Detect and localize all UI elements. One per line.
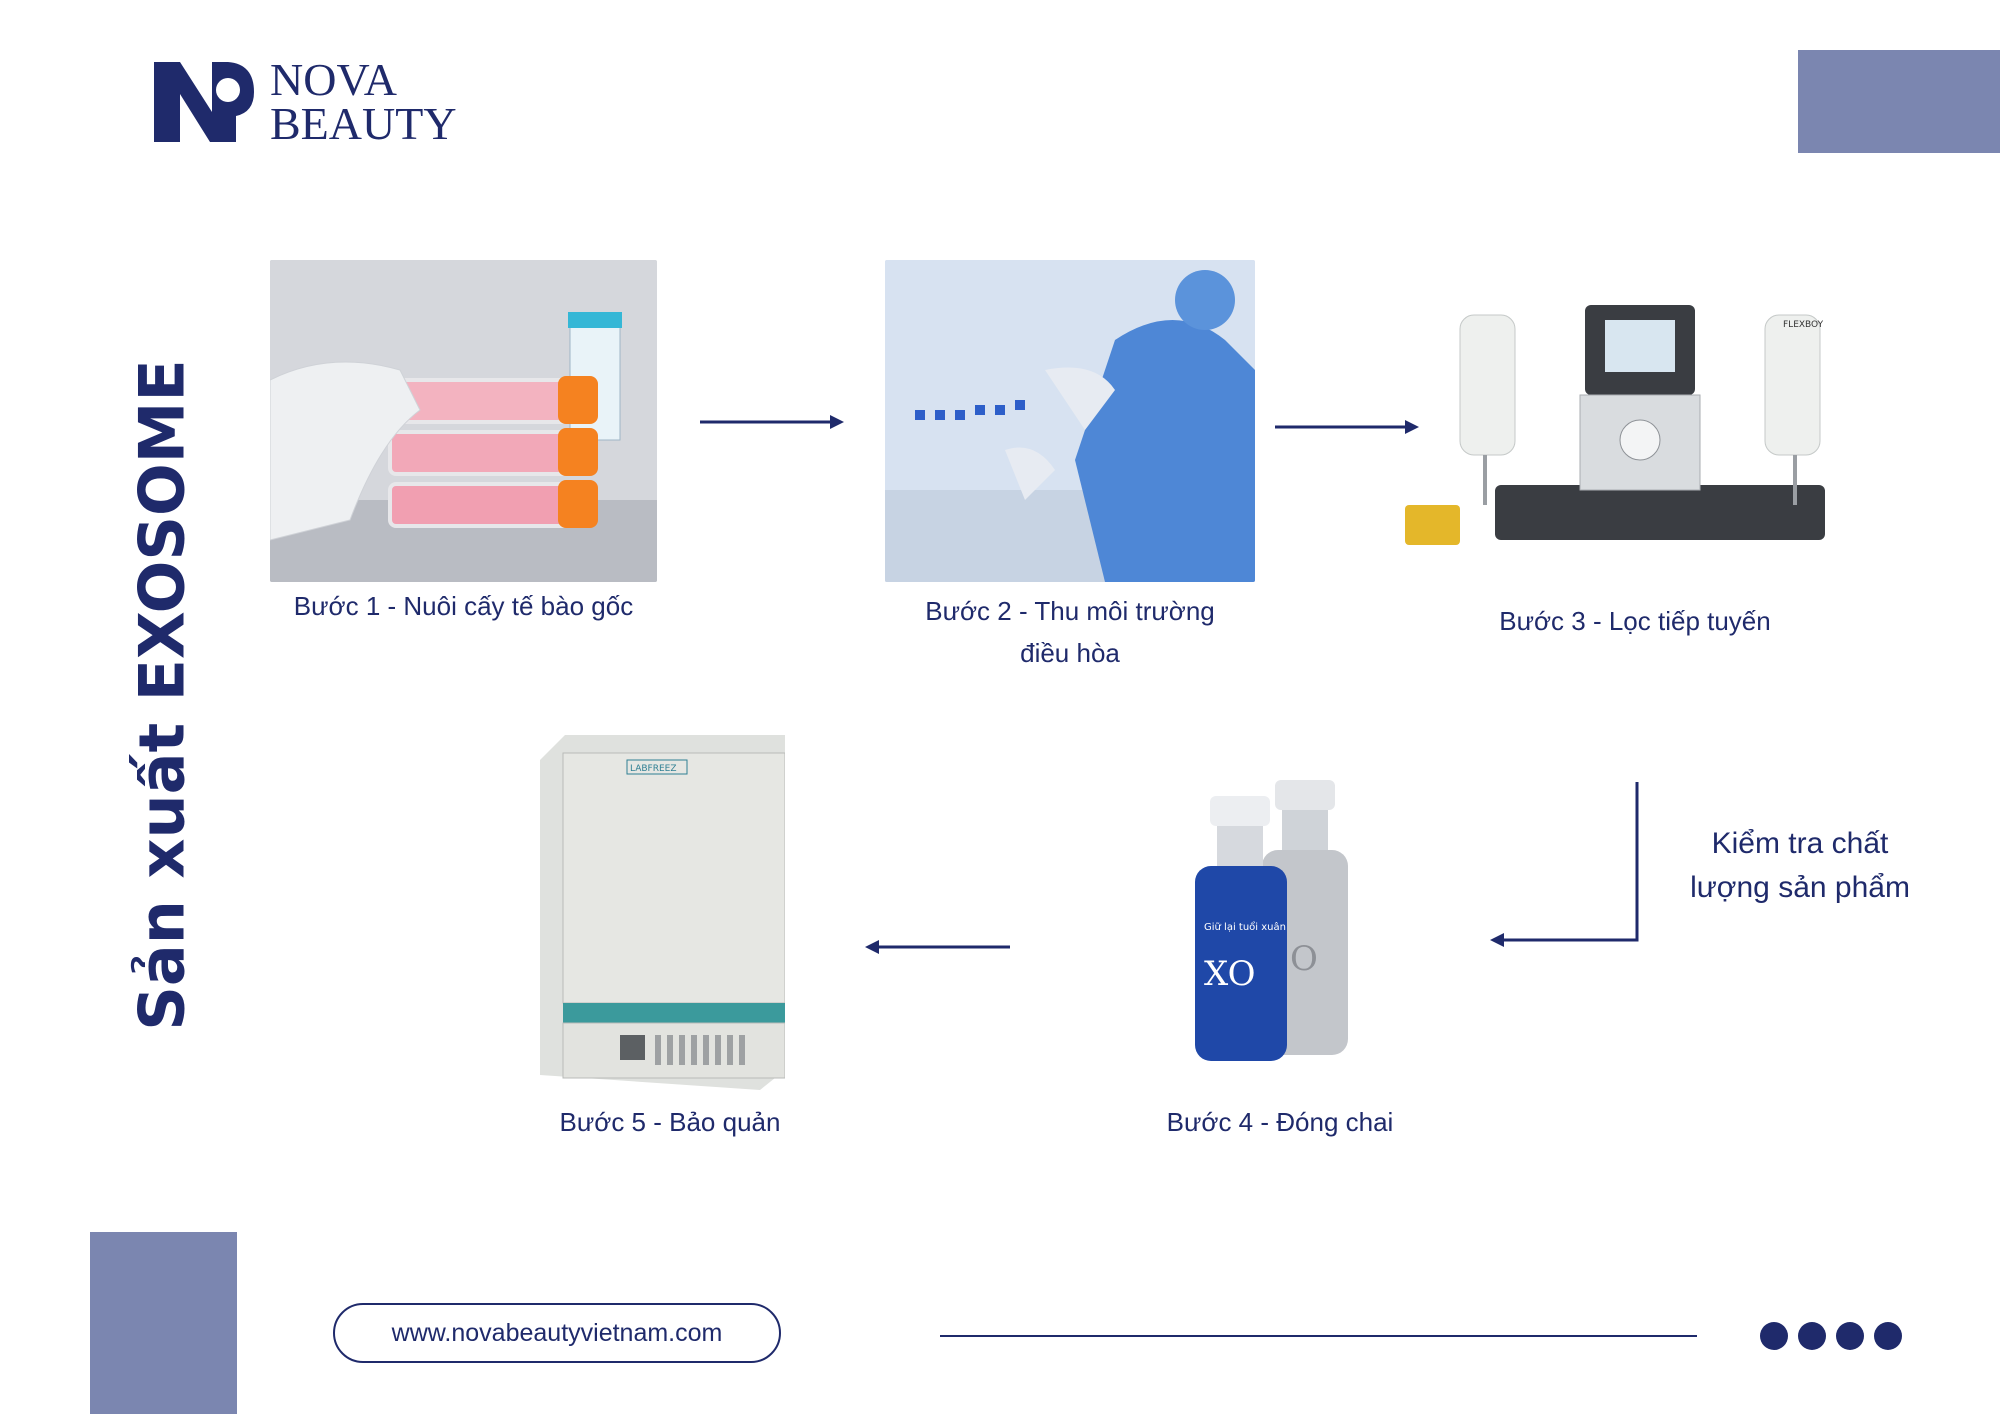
footer-divider (940, 1335, 1697, 1337)
step1-cell-culture-image (270, 260, 657, 582)
dot-icon (1798, 1322, 1826, 1350)
dot-icon (1760, 1322, 1788, 1350)
brand-name: NOVA BEAUTY (270, 54, 457, 149)
brand-name-line1: NOVA (270, 54, 397, 105)
website-link[interactable]: www.novabeautyvietnam.com (333, 1303, 781, 1363)
arrow-left-icon (865, 937, 1010, 957)
bottle-logo-text: XO (1204, 954, 1255, 994)
step4-bottles-image: O Giữ lại tuổi xuân XO (1190, 780, 1360, 1065)
bottle-label-text: Giữ lại tuổi xuân (1204, 920, 1286, 933)
quality-check-note: Kiểm tra chất lượng sản phẩm (1655, 822, 1945, 910)
step3-caption: Bước 3 - Lọc tiếp tuyến (1499, 606, 1771, 636)
step2-caption-line2: điều hòa (1020, 638, 1120, 668)
step2-lab-worker-image (885, 260, 1255, 582)
nova-beauty-logo-icon (150, 56, 260, 148)
dot-icon (1836, 1322, 1864, 1350)
step2-caption: Bước 2 - Thu môi trường điều hòa (885, 590, 1255, 674)
quality-check-line2: lượng sản phẩm (1690, 871, 1910, 904)
arrow-right-icon (700, 412, 845, 432)
freezer-brand-label: LABFREEZ (630, 764, 677, 774)
step1-caption: Bước 1 - Nuôi cấy tế bào gốc (293, 591, 634, 621)
step5-freezer-image: LABFREEZ (535, 735, 786, 1090)
svg-text:O: O (1290, 939, 1318, 979)
decorative-block-bottom-left (90, 1232, 237, 1414)
arrow-down-left-icon (1490, 780, 1640, 955)
step2-caption-line1: Bước 2 - Thu môi trường (925, 596, 1215, 626)
step4-caption: Bước 4 - Đóng chai (1166, 1107, 1394, 1137)
page-title: Sản xuất EXOSOME (125, 359, 199, 1031)
arrow-right-icon (1275, 417, 1420, 437)
brand-name-line2: BEAUTY (270, 98, 457, 149)
footer-dots (1760, 1322, 1902, 1350)
decorative-block-top-right (1798, 50, 2000, 153)
quality-check-line1: Kiểm tra chất (1711, 827, 1889, 860)
step5-caption: Bước 5 - Bảo quản (559, 1107, 781, 1137)
machine-brand-label: FLEXBOY (1783, 320, 1824, 330)
dot-icon (1874, 1322, 1902, 1350)
step3-filtration-machine-image: FLEXBOY (1400, 275, 1870, 575)
